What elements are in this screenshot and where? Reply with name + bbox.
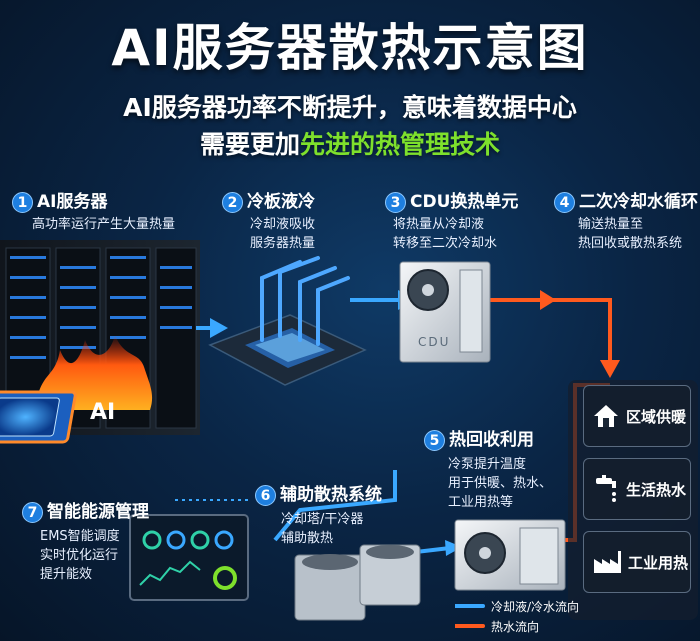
legend-cold-label: 冷却液/冷水流向 (491, 599, 580, 614)
step-3-number: 3 (385, 191, 406, 213)
step-7-number: 7 (22, 501, 43, 523)
step-2-desc-2: 服务器热量 (250, 235, 316, 251)
use-card-hot-water: 生活热水 (583, 458, 691, 520)
step-6-desc-2: 辅助散热 (281, 530, 334, 546)
step-6-desc-1: 冷却塔/干冷器 (281, 511, 364, 527)
step-7-desc-1: EMS智能调度 (40, 528, 120, 544)
step-3-desc-2: 转移至二次冷却水 (393, 235, 498, 251)
cooling-tower-illustration (294, 544, 421, 621)
use-card-heating-label: 区域供暖 (626, 407, 687, 426)
step-4-desc-1: 输送热量至 (578, 216, 644, 232)
step-6-title: 辅助散热系统 (280, 485, 382, 505)
step-4-title: 二次冷却水循环 (579, 192, 698, 212)
step-5-desc-3: 工业用热等 (448, 494, 514, 510)
step-3-desc-1: 将热量从冷却液 (393, 216, 485, 232)
step-4-number: 4 (554, 191, 575, 213)
legend: 冷却液/冷水流向 热水流向 (455, 596, 579, 636)
subtitle-highlight: 先进的热管理技术 (300, 130, 501, 159)
legend-cold-swatch (455, 604, 485, 608)
cdu-unit-illustration (399, 261, 491, 363)
legend-cold: 冷却液/冷水流向 (455, 596, 579, 616)
subtitle-line-1: AI服务器功率不断提升，意味着数据中心 (123, 93, 577, 122)
step-3-title: CDU换热单元 (410, 192, 519, 212)
step-6-number: 6 (255, 484, 276, 506)
page-title: AI服务器散热示意图 (111, 19, 589, 77)
legend-hot: 热水流向 (455, 616, 579, 636)
step-1-desc: 高功率运行产生大量热量 (32, 216, 176, 232)
heat-pump-illustration (454, 519, 566, 591)
use-card-industrial: 工业用热 (583, 531, 691, 593)
step-4-desc-2: 热回收或散热系统 (578, 235, 683, 251)
step-5-title: 热回收利用 (449, 430, 534, 450)
step-5-desc-1: 冷泵提升温度 (448, 456, 527, 472)
cold-plate-illustration (208, 256, 367, 386)
step-7-title: 智能能源管理 (47, 502, 149, 522)
hot-flow-arrows (540, 290, 620, 378)
step-7-desc-3: 提升能效 (40, 566, 93, 582)
house-icon (594, 405, 618, 427)
step-1-number: 1 (12, 191, 33, 213)
ai-chip-illustration (0, 390, 77, 444)
legend-hot-swatch (455, 624, 485, 628)
subtitle-line-2: 需要更加先进的热管理技术 (0, 125, 700, 161)
faucet-icon (596, 475, 616, 502)
legend-hot-label: 热水流向 (491, 619, 540, 634)
cdu-label: CDU (418, 335, 451, 349)
step-5-number: 5 (424, 429, 445, 451)
factory-icon (594, 551, 621, 573)
chip-label: AI (90, 400, 116, 425)
step-5-desc-2: 用于供暖、热水、 (448, 475, 553, 491)
step-2-number: 2 (222, 191, 243, 213)
step-1-title: AI服务器 (37, 192, 108, 212)
subtitle-prefix: 需要更加 (199, 130, 300, 159)
ems-dashboard-illustration (129, 514, 249, 601)
step-7-desc-2: 实时优化运行 (40, 547, 119, 563)
use-card-hot-water-label: 生活热水 (626, 480, 687, 499)
use-card-heating: 区域供暖 (583, 385, 691, 447)
step-2-title: 冷板液冷 (247, 192, 315, 212)
step-2-desc-1: 冷却液吸收 (250, 216, 316, 232)
use-card-industrial-label: 工业用热 (628, 553, 689, 572)
